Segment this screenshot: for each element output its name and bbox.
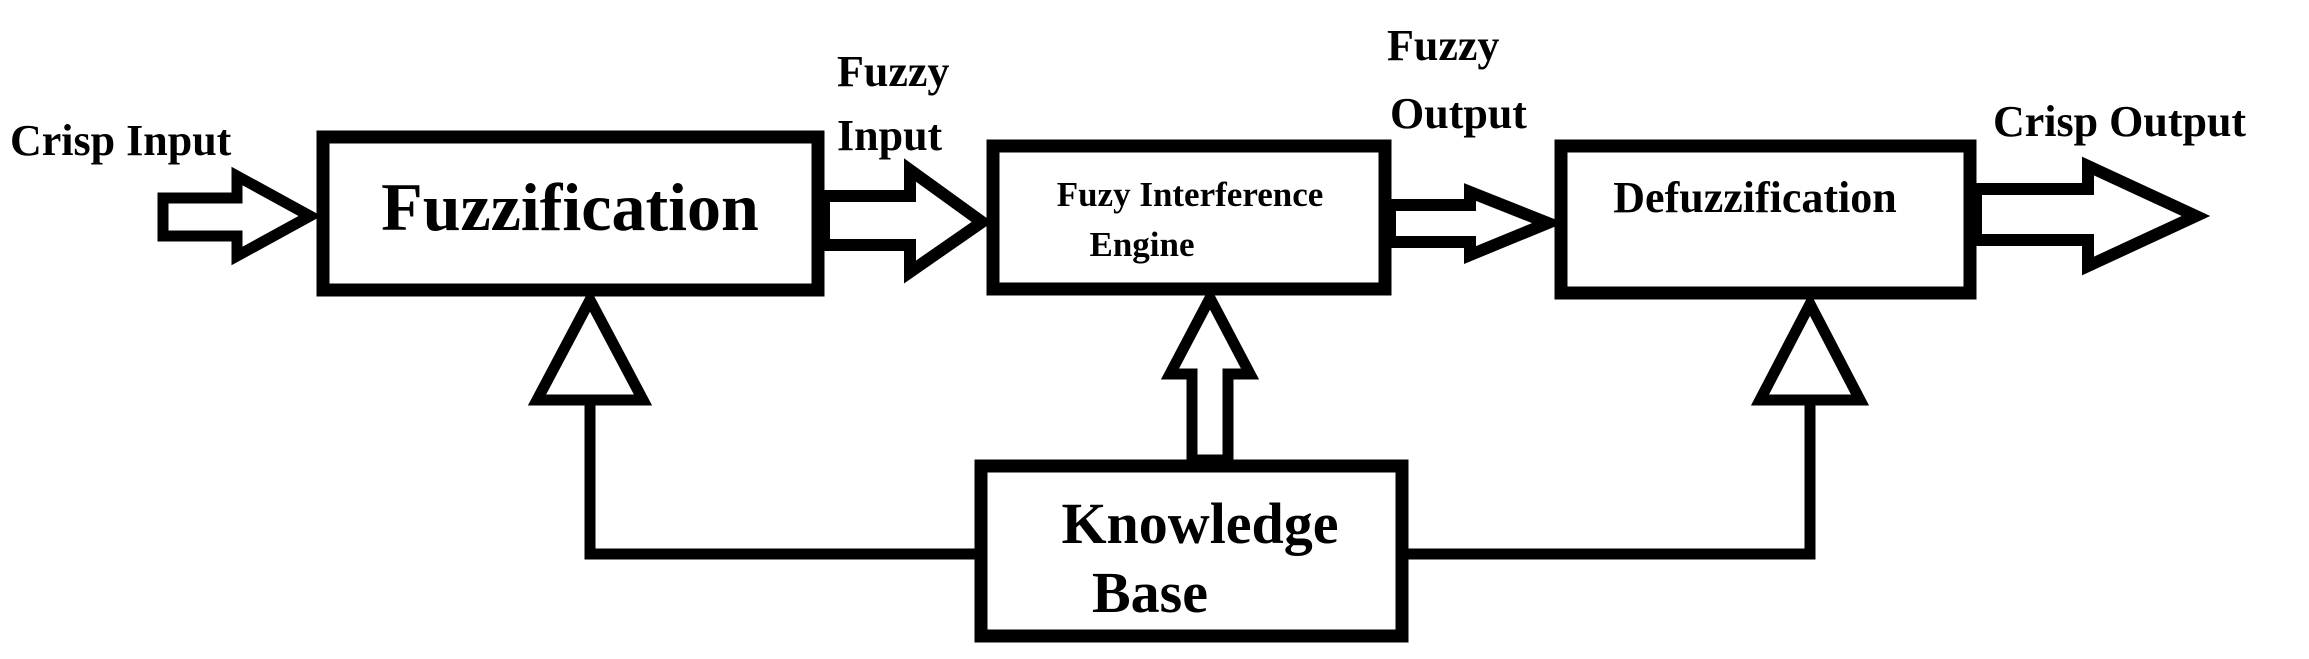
inference-engine-block — [986, 139, 1392, 296]
crisp-input-label: Crisp Input — [10, 116, 232, 165]
crisp-output-label: Crisp Output — [1993, 97, 2246, 146]
fuzzy-input-arrow — [818, 158, 993, 284]
crisp-output-arrow — [1970, 156, 2211, 276]
fuzzification-title: Fuzzification — [381, 169, 759, 245]
fuzzy-output-label-line2: Output — [1390, 89, 1527, 138]
knowledge-base-title-line1: Knowledge — [1061, 491, 1338, 556]
defuzzification-title: Defuzzification — [1613, 173, 1896, 222]
crisp-input-arrow — [157, 166, 322, 266]
knowledge-base-block — [974, 459, 1409, 643]
fuzzy-output-label-line1: Fuzzy — [1387, 21, 1499, 70]
fuzzy-input-label-line1: Fuzzy — [837, 47, 949, 96]
knowledge-to-fuzzification-line — [584, 400, 975, 560]
knowledge-to-inference-arrow — [1160, 286, 1260, 466]
fuzzy-output-arrow — [1384, 183, 1565, 264]
knowledge-to-fuzzification-head — [527, 288, 653, 406]
knowledge-to-defuzzification-line — [1408, 400, 1816, 560]
knowledge-base-title-line2: Base — [1092, 560, 1208, 625]
knowledge-to-defuzzification-head — [1750, 292, 1870, 406]
inference-engine-title-line2: Engine — [1089, 225, 1194, 264]
fuzzy-input-label-line2: Input — [837, 111, 943, 160]
inference-engine-title-line1: Fuzy Interference — [1057, 175, 1324, 214]
